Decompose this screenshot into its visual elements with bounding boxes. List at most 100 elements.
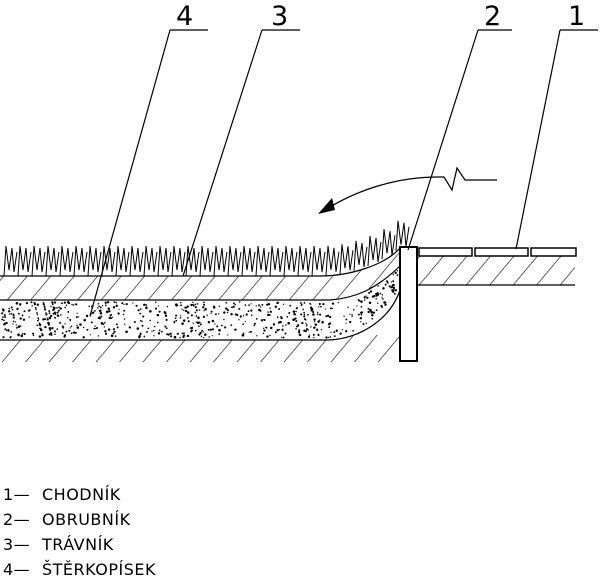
gravel-dot — [266, 313, 270, 317]
gravel-dot — [153, 329, 155, 332]
gravel-dot — [318, 306, 320, 308]
gravel-dot — [45, 312, 47, 314]
gravel-dot — [314, 323, 316, 325]
gravel-dot — [190, 303, 193, 307]
gravel-dot — [47, 321, 50, 325]
gravel-dot — [217, 313, 220, 315]
gravel-dot — [297, 324, 300, 327]
gravel-dot — [145, 306, 148, 310]
gravel-dot — [98, 316, 101, 318]
gravel-dot — [365, 322, 367, 324]
gravel-dot — [377, 302, 379, 304]
gravel-dot — [65, 304, 68, 307]
gravel-dot — [103, 326, 105, 328]
gravel-dot — [387, 282, 389, 284]
gravel-dot — [73, 331, 76, 334]
callout-1: 1 — [568, 1, 585, 32]
grass-blade — [157, 245, 172, 277]
gravel-dot — [23, 332, 26, 336]
gravel-dot — [51, 327, 54, 330]
gravel-dot — [38, 335, 42, 338]
gravel-dot — [12, 323, 14, 325]
gravel-dot — [50, 334, 53, 336]
gravel-dot — [15, 327, 18, 329]
gravel-dot — [41, 333, 44, 337]
gravel-dot — [59, 307, 62, 310]
gravel-dot — [170, 333, 173, 335]
gravel-dot — [38, 319, 40, 321]
gravel-dot — [107, 328, 111, 331]
gravel-dot — [48, 312, 51, 315]
gravel-dot — [220, 324, 223, 327]
gravel-dot — [238, 301, 241, 303]
gravel-dot — [17, 325, 21, 328]
gravel-dot — [324, 308, 326, 310]
gravel-dot — [19, 325, 22, 327]
grass-blade — [185, 245, 200, 277]
gravel-dot — [82, 326, 85, 329]
gravel-dot — [384, 303, 387, 305]
gravel-dot — [39, 328, 43, 332]
gravel-dot — [46, 318, 49, 321]
gravel-dot — [104, 329, 107, 333]
gravel-dot — [269, 307, 271, 309]
gravel-dot — [203, 310, 205, 312]
curb — [399, 246, 418, 362]
gravel-dot — [198, 321, 201, 324]
gravel-dot — [352, 329, 355, 332]
gravel-dot — [107, 307, 111, 311]
gravel-dot — [156, 321, 159, 324]
gravel-dot — [317, 333, 320, 336]
gravel-dot — [269, 310, 272, 313]
gravel-dot — [242, 323, 245, 326]
gravel-dot — [255, 305, 257, 307]
gravel-dot — [390, 286, 394, 289]
gravel-dot — [285, 324, 287, 326]
gravel-dot — [1, 318, 4, 321]
legend-number-4: 4— — [3, 560, 30, 577]
gravel-dot — [329, 336, 332, 338]
gravel-dot — [76, 324, 78, 327]
gravel-dot — [48, 316, 52, 320]
gravel-dot — [244, 304, 247, 306]
gravel-dot — [381, 298, 384, 300]
grass-blade — [59, 245, 74, 277]
gravel-dot — [42, 318, 45, 321]
gravel-dot — [200, 323, 202, 325]
gravel-dot — [94, 325, 96, 327]
gravel-dot — [192, 304, 195, 307]
gravel-dot — [381, 296, 383, 298]
grass-blade — [129, 245, 144, 277]
gravel-dot — [117, 312, 120, 315]
gravel-dot — [85, 314, 88, 317]
gravel-dot — [41, 332, 43, 335]
gravel-dot — [345, 318, 348, 321]
gravel-dot — [253, 322, 256, 325]
gravel-dot — [269, 334, 271, 337]
gravel-dot — [263, 319, 266, 321]
gravel-dot — [17, 334, 20, 337]
gravel-dot — [196, 303, 199, 305]
gravel-dot — [88, 305, 90, 308]
gravel-dot — [266, 335, 269, 338]
gravel-dot — [49, 332, 53, 335]
gravel-dot — [223, 318, 225, 321]
gravel-dot — [316, 313, 319, 316]
gravel-dot — [183, 309, 185, 312]
callout-2: 2 — [484, 1, 501, 32]
gravel-dot — [211, 335, 213, 337]
gravel-dot — [280, 315, 282, 318]
gravel-dot — [368, 291, 371, 294]
gravel-dot — [55, 307, 57, 309]
gravel-dot — [195, 321, 197, 323]
grass-blade — [143, 245, 158, 277]
callout-3: 3 — [271, 1, 288, 32]
gravel-dot — [263, 327, 265, 329]
gravel-dot — [212, 306, 216, 309]
gravel-dot — [232, 305, 235, 308]
gravel-dot — [394, 271, 397, 274]
gravel-dot — [100, 322, 104, 325]
gravel-dot — [185, 306, 188, 309]
gravel-dot — [186, 311, 190, 314]
gravel-dot — [186, 317, 189, 319]
